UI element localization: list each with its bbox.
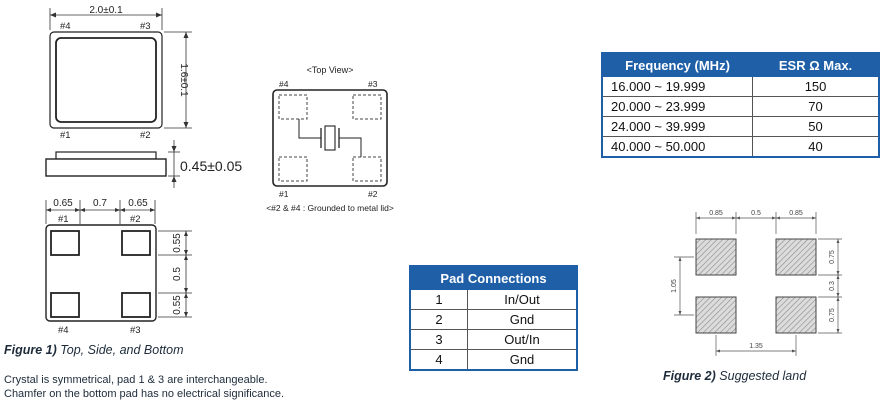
figure2-caption: Figure 2) Suggested land: [663, 369, 806, 383]
esr-freq-cell: 40.000 ~ 50.000: [601, 136, 754, 158]
package-side-lid: [55, 151, 157, 160]
land-dim-left: 1.05: [671, 279, 678, 293]
figure2-caption-text: Suggested land: [719, 369, 807, 383]
table-row: 1 In/Out: [409, 289, 578, 310]
package-side-body: [45, 158, 167, 177]
topview-pin-1: #1: [279, 189, 289, 199]
top-pin-4: #4: [60, 21, 71, 32]
bottom-pin-4: #4: [58, 325, 69, 336]
top-height-dim: 1.6±0.1: [178, 63, 189, 97]
pad-connection-cell: Out/In: [467, 329, 578, 350]
pad-connection-cell: Gnd: [467, 349, 578, 371]
pad-table-header: Pad Connections: [409, 265, 578, 290]
esr-header-esr: ESR Ω Max.: [752, 52, 880, 77]
suggested-land-drawing: 0.85 0.5 0.85 0.75 0.3 0.75 1.05 1.35: [671, 210, 842, 356]
table-row: 20.000 ~ 23.999 70: [601, 96, 880, 117]
figure1-note: Crystal is symmetrical, pad 1 & 3 are in…: [4, 374, 285, 400]
table-row: 2 Gnd: [409, 309, 578, 330]
pad-connection-cell: Gnd: [467, 309, 578, 330]
pad-connection-cell: In/Out: [467, 289, 578, 310]
topview-pin-2: #2: [368, 189, 378, 199]
land-pad-bottom-left: [695, 296, 737, 334]
table-row: 16.000 ~ 19.999 150: [601, 76, 880, 97]
land-pad-bottom-right: [775, 296, 817, 334]
land-dim-bottom: 1.35: [749, 343, 763, 350]
figure1-caption-text: Top, Side, and Bottom: [60, 343, 184, 357]
esr-freq-cell: 16.000 ~ 19.999: [601, 76, 754, 97]
land-dim-top-left: 0.85: [709, 210, 723, 217]
esr-value-cell: 40: [752, 136, 880, 158]
bottom-pin-1: #1: [58, 214, 69, 225]
pad-number-cell: 4: [409, 349, 468, 371]
topview-pad-3: [352, 94, 382, 120]
bottom-dim-gap: 0.7: [93, 198, 107, 209]
topview-pin-3: #3: [368, 79, 378, 89]
esr-value-cell: 70: [752, 96, 880, 117]
land-dim-right-top: 0.75: [829, 250, 836, 264]
figure1-caption: Figure 1) Top, Side, and Bottom: [4, 343, 184, 357]
pad-connections-table: Pad Connections 1 In/Out 2 Gnd 3 Out/In …: [409, 265, 578, 371]
package-top-drawing: 2.0±0.1 #4 #3 #1 #2 1.6±0.1 0.45±0.05 0.…: [45, 5, 242, 336]
land-dim-right-bot: 0.75: [829, 308, 836, 322]
pad-number-cell: 3: [409, 329, 468, 350]
esr-freq-cell: 20.000 ~ 23.999: [601, 96, 754, 117]
esr-freq-cell: 24.000 ~ 39.999: [601, 116, 754, 137]
bottom-pad-4: [50, 292, 80, 318]
side-thickness-dim: 0.45±0.05: [180, 158, 242, 174]
esr-header-frequency: Frequency (MHz): [601, 52, 754, 77]
bottom-pad-2: [121, 230, 151, 256]
table-row: 4 Gnd: [409, 349, 578, 371]
land-pad-top-right: [775, 238, 817, 276]
esr-table: Frequency (MHz) ESR Ω Max. 16.000 ~ 19.9…: [601, 52, 880, 158]
bottom-dim-bot-h: 0.55: [172, 295, 183, 315]
bottom-dim-mid-h: 0.5: [172, 267, 183, 281]
bottom-dim-left: 0.65: [53, 198, 73, 209]
table-row: 40.000 ~ 50.000 40: [601, 136, 880, 158]
bottom-pad-3: [121, 292, 151, 318]
pad-number-cell: 2: [409, 309, 468, 330]
table-row: 3 Out/In: [409, 329, 578, 350]
land-pad-top-left: [695, 238, 737, 276]
figure1-caption-label: Figure 1): [4, 343, 57, 357]
table-row: 24.000 ~ 39.999 50: [601, 116, 880, 137]
bottom-dim-top-h: 0.55: [172, 233, 183, 253]
topview-pad-1: [278, 156, 308, 182]
package-lid: [55, 37, 157, 123]
esr-value-cell: 150: [752, 76, 880, 97]
land-dim-right-mid: 0.3: [829, 281, 836, 291]
pad-number-cell: 1: [409, 289, 468, 310]
top-pin-3: #3: [140, 21, 151, 32]
top-view-footnote: <#2 & #4 : Grounded to metal lid>: [266, 203, 394, 213]
top-pin-1: #1: [60, 130, 71, 141]
figure2-caption-label: Figure 2): [663, 369, 716, 383]
crystal-symbol: [298, 119, 362, 157]
top-pin-2: #2: [140, 130, 151, 141]
topview-pad-4: [278, 94, 308, 120]
top-width-dim: 2.0±0.1: [89, 5, 123, 16]
top-view-schematic: <Top View> #4 #3 #1 #2 <#2 & #4 : Ground…: [266, 65, 394, 213]
topview-pin-4: #4: [279, 79, 289, 89]
land-dim-top-mid: 0.5: [751, 210, 761, 217]
esr-value-cell: 50: [752, 116, 880, 137]
bottom-pin-2: #2: [130, 214, 141, 225]
bottom-dim-right: 0.65: [128, 198, 148, 209]
topview-pad-2: [352, 156, 382, 182]
bottom-pin-3: #3: [130, 325, 141, 336]
bottom-pad-1: [50, 230, 80, 256]
top-view-title: <Top View>: [307, 65, 354, 75]
land-dim-top-right: 0.85: [789, 210, 803, 217]
